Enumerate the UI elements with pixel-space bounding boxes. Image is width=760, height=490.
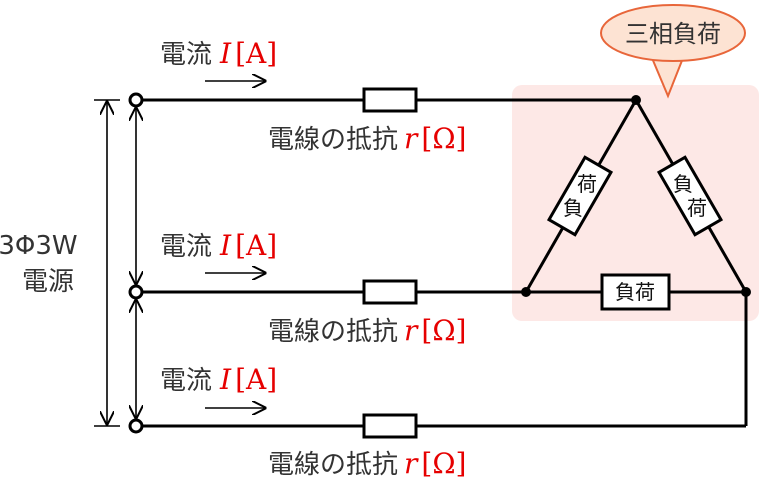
load-area-background — [512, 85, 759, 321]
terminal-3 — [128, 418, 144, 434]
terminal-1 — [128, 92, 144, 108]
source-label-line2: 電源 — [22, 267, 74, 297]
node-top — [631, 95, 641, 105]
svg-text:負荷: 負荷 — [615, 280, 655, 304]
terminal-2 — [128, 284, 144, 300]
line-resistor-2 — [362, 279, 418, 305]
load-element-bottom: 負荷 — [600, 273, 671, 311]
load-callout: 三相負荷 — [600, 4, 746, 99]
svg-text:負: 負 — [673, 172, 693, 196]
load-element-left: 負 荷 — [546, 155, 614, 237]
load-element-right: 負 荷 — [656, 155, 724, 237]
load-callout-text: 三相負荷 — [625, 20, 721, 48]
line-resistor-3 — [362, 413, 418, 439]
node-right — [741, 287, 751, 297]
source-label-line1: 3Φ3W — [0, 231, 78, 261]
svg-text:荷: 荷 — [687, 196, 707, 220]
node-left — [521, 287, 531, 297]
svg-text:負: 負 — [563, 196, 583, 220]
line-resistor-1 — [362, 87, 418, 113]
source-voltage-arrows — [94, 99, 136, 427]
svg-text:荷: 荷 — [577, 172, 597, 196]
